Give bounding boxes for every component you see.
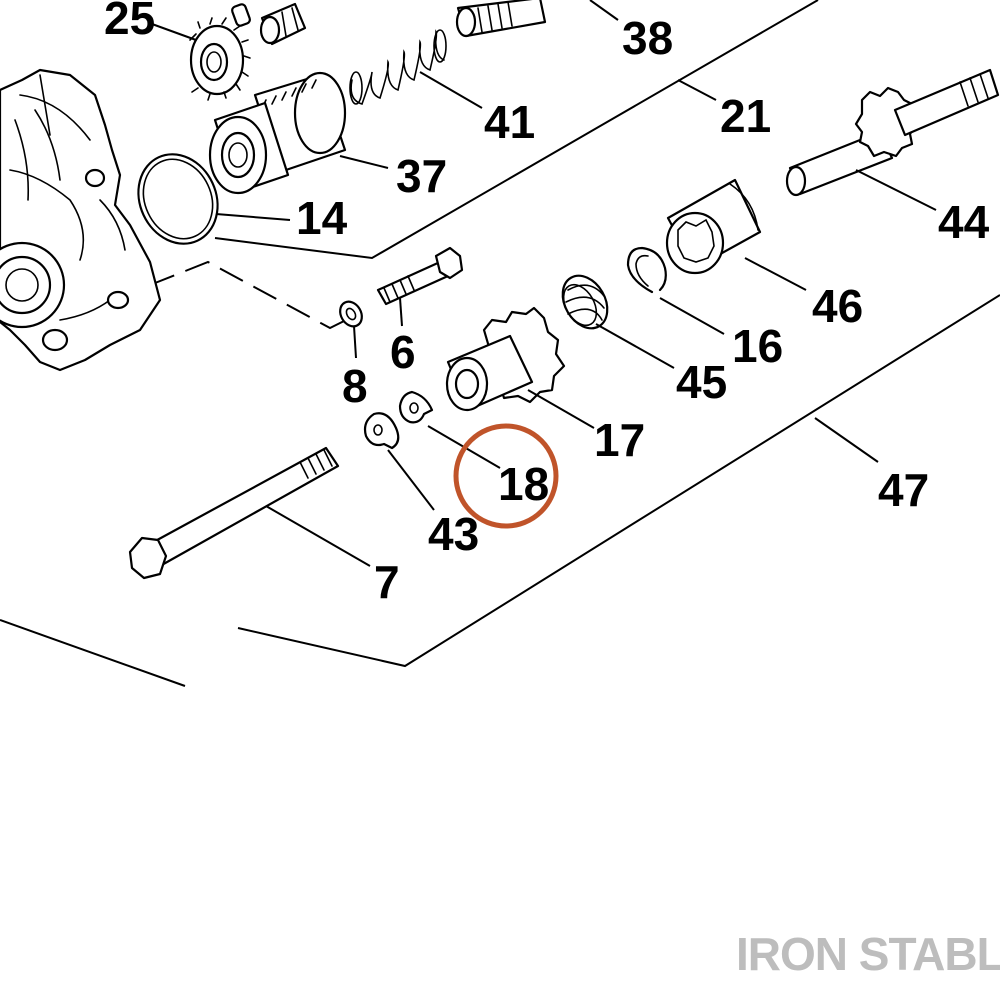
callout-17: 17 xyxy=(594,414,645,466)
callout-7: 7 xyxy=(374,556,400,608)
part-45-spring xyxy=(561,274,609,330)
callout-6: 6 xyxy=(390,326,416,378)
callout-21: 21 xyxy=(720,90,771,142)
callout-14: 14 xyxy=(296,192,348,244)
callout-47: 47 xyxy=(878,464,929,516)
callout-45: 45 xyxy=(676,356,727,408)
part-25-small-gear xyxy=(189,17,251,101)
part-46-sleeve xyxy=(665,178,762,275)
part-16-snap-ring xyxy=(626,246,667,294)
callout-46: 46 xyxy=(812,280,863,332)
part-7-long-bolt xyxy=(128,446,340,580)
callout-16: 16 xyxy=(732,320,783,372)
callout-25: 25 xyxy=(104,0,155,44)
engine-case-housing xyxy=(0,68,162,372)
callout-41: 41 xyxy=(484,96,535,148)
part-41-spring xyxy=(349,29,447,105)
callout-18: 18 xyxy=(498,458,549,510)
callout-labels: 25 38 41 21 37 14 44 46 6 16 8 45 17 18 … xyxy=(104,0,990,608)
part-6-bolt xyxy=(376,246,464,306)
iron-stable-watermark: IRON STABLE xyxy=(736,928,1000,980)
callout-44: 44 xyxy=(938,196,990,248)
part-38-shaft xyxy=(455,0,547,38)
part-18-thrust-washer xyxy=(398,390,434,424)
part-14-o-ring xyxy=(137,153,219,245)
callout-43: 43 xyxy=(428,508,479,560)
highlight-circle xyxy=(453,423,559,529)
coupling-part xyxy=(259,2,307,46)
callout-37: 37 xyxy=(396,150,447,202)
part-17-pinion-gear xyxy=(445,306,566,412)
part-44-pinion-shaft xyxy=(785,68,1000,197)
small-pin-part xyxy=(231,3,251,27)
leader-lines xyxy=(151,0,937,567)
guide-lines xyxy=(0,0,1000,687)
part-37-starter-gear xyxy=(208,71,347,195)
callout-8: 8 xyxy=(342,360,368,412)
part-8-washer xyxy=(339,300,363,328)
part-43-washer xyxy=(363,412,400,450)
callout-38: 38 xyxy=(622,12,673,64)
